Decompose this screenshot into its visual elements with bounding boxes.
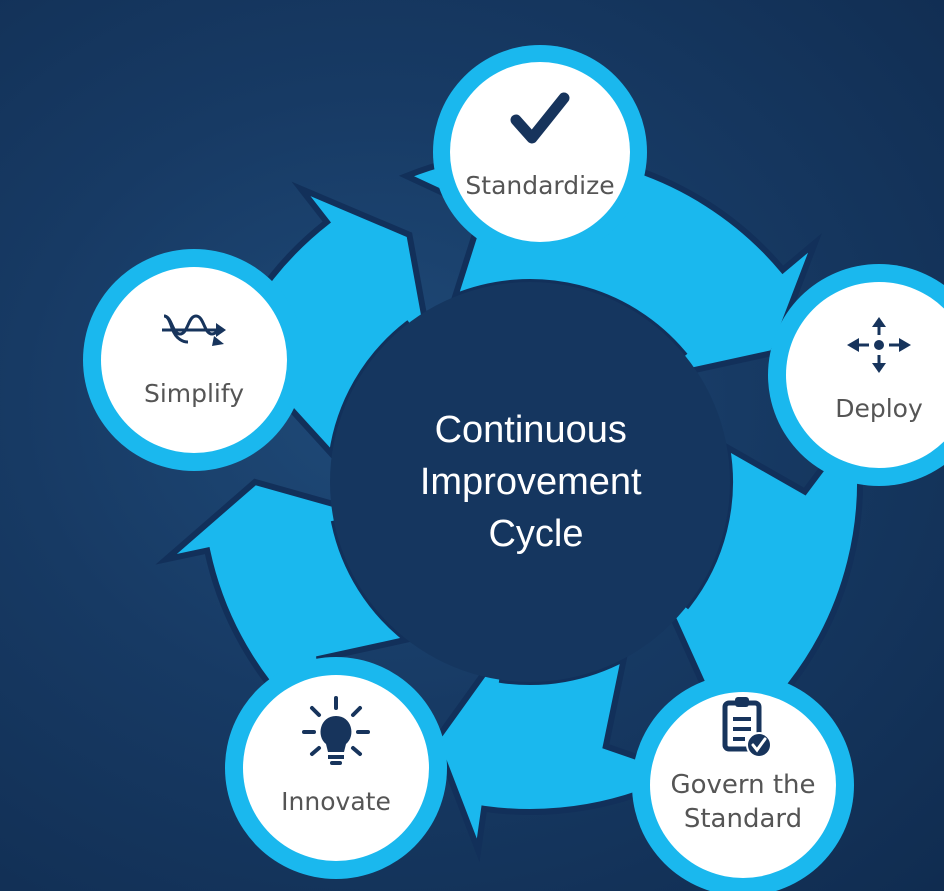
center-hub: [330, 282, 730, 682]
step-label-deploy: Deploy: [835, 394, 923, 423]
step-label-simplify: Simplify: [144, 379, 244, 408]
move-arrows-icon: [847, 317, 911, 373]
step-label-line: Standardize: [465, 171, 614, 200]
step-node-standardize: Standardize: [433, 45, 647, 259]
step-node-face: [650, 692, 836, 878]
checkmark-icon: [510, 92, 570, 144]
step-node-face: [786, 282, 944, 468]
step-label-innovate: Innovate: [281, 787, 391, 816]
step-node-face: [101, 267, 287, 453]
step-node-innovate: Innovate: [225, 657, 447, 879]
clipboard-check-icon: [722, 697, 772, 758]
wave-arrows-icon: [162, 314, 226, 346]
center-title-line-3: Cycle: [488, 513, 583, 555]
step-label-line: Simplify: [144, 379, 244, 408]
step-node-deploy: Deploy: [768, 264, 944, 486]
lightbulb-icon: [302, 696, 370, 765]
step-node-face: [243, 675, 429, 861]
step-label-standardize: Standardize: [465, 171, 614, 200]
step-label-line: Deploy: [835, 394, 923, 423]
center-title-line-1: Continuous: [435, 409, 627, 451]
step-label-line: Govern the: [670, 770, 815, 800]
step-label-line: Standard: [684, 804, 802, 834]
step-node-simplify: Simplify: [83, 249, 305, 471]
center-title-line-2: Improvement: [420, 461, 642, 503]
step-node-face: [450, 62, 630, 242]
step-label-line: Innovate: [281, 787, 391, 816]
center-title: Continuous Improvement Cycle: [420, 409, 652, 555]
